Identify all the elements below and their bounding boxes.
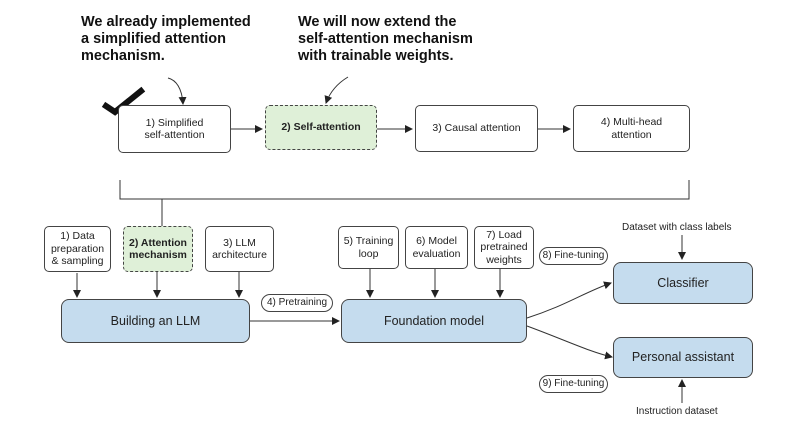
stage-training-loop: 5) Training loop: [338, 226, 399, 269]
callout-arrow-right: [324, 76, 349, 104]
checkmark-icon: [101, 86, 146, 116]
step-simplified-self-attention: 1) Simplified self-attention: [118, 105, 231, 153]
step-causal-attention: 3) Causal attention: [415, 105, 538, 152]
personal-assistant-box: Personal assistant: [613, 337, 753, 378]
instruction-dataset-label: Instruction dataset: [636, 406, 718, 417]
stage-llm-architecture: 3) LLM architecture: [205, 226, 274, 272]
note-left: We already implemented a simplified atte…: [81, 14, 251, 64]
fine-tuning-8-pill: 8) Fine-tuning: [539, 247, 608, 265]
classifier-box: Classifier: [613, 262, 753, 304]
step-self-attention: 2) Self-attention: [265, 105, 377, 150]
callout-arrow-left: [167, 77, 187, 105]
foundation-model-box: Foundation model: [341, 299, 527, 343]
note-right: We will now extend the self-attention me…: [298, 14, 473, 64]
step-multi-head-attention: 4) Multi-head attention: [573, 105, 690, 152]
stage-attention-mechanism: 2) Attention mechanism: [123, 226, 193, 272]
arrow-to-assistant: [526, 325, 613, 360]
bracket: [119, 180, 690, 200]
pretraining-pill: 4) Pretraining: [261, 294, 333, 312]
class-labels-dataset-label: Dataset with class labels: [622, 222, 732, 233]
building-an-llm-box: Building an LLM: [61, 299, 250, 343]
fine-tuning-9-pill: 9) Fine-tuning: [539, 375, 608, 393]
stage-load-pretrained-weights: 7) Load pretrained weights: [474, 226, 534, 269]
arrow-to-classifier: [526, 281, 612, 319]
stage-model-evaluation: 6) Model evaluation: [405, 226, 468, 269]
stage-data-preparation: 1) Data preparation & sampling: [44, 226, 111, 272]
